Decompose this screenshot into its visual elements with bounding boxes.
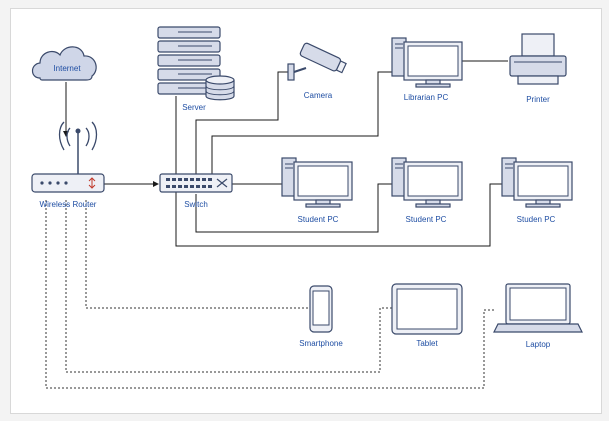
student-pc-1-label: Student PC: [298, 215, 339, 224]
librarian-pc-label: Librarian PC: [404, 93, 449, 102]
printer-label: Printer: [526, 95, 550, 104]
librarian-pc-node[interactable]: Librarian PC: [391, 37, 463, 102]
printer-icon: [509, 33, 567, 85]
internet-label: Internet: [53, 64, 81, 73]
tablet-label: Tablet: [416, 339, 438, 348]
student-pc-2-node[interactable]: Student PC: [391, 157, 463, 224]
wireless-router-node[interactable]: Wireless Router: [31, 121, 105, 209]
camera-node[interactable]: Camera: [287, 42, 347, 100]
router-icon: [31, 121, 105, 193]
database-icon: [205, 75, 235, 101]
switch-node[interactable]: Switch: [159, 173, 233, 209]
student-pc-1-node[interactable]: Student PC: [281, 157, 353, 224]
switch-label: Switch: [184, 200, 208, 209]
wireless-link-laptop: [45, 200, 496, 389]
laptop-label: Laptop: [526, 340, 551, 349]
internet-node[interactable]: Internet: [31, 46, 97, 81]
camera-icon: [287, 42, 347, 81]
wireless-link-smartphone: [85, 200, 312, 309]
laptop-node[interactable]: Laptop: [493, 283, 583, 349]
wireless-link-tablet: [65, 200, 392, 373]
printer-node[interactable]: Printer: [509, 33, 567, 104]
desktop-pc-icon: [281, 157, 353, 208]
smartphone-node[interactable]: Smartphone: [299, 285, 343, 348]
student-pc-3-label: Studen PC: [517, 215, 556, 224]
server-icon: [157, 26, 221, 95]
desktop-pc-icon: [501, 157, 573, 208]
link-switch-camera: [195, 71, 290, 174]
smartphone-icon: [309, 285, 333, 333]
desktop-pc-icon: [391, 37, 463, 88]
link-switch-student-pc-2: [195, 183, 392, 233]
server-label: Server: [182, 103, 206, 112]
link-switch-librarian-pc: [211, 71, 392, 174]
connections: [45, 60, 508, 389]
desktop-pc-icon: [391, 157, 463, 208]
tablet-node[interactable]: Tablet: [391, 283, 463, 348]
diagram-frame: [10, 8, 602, 414]
link-server-student-pc-3: [175, 96, 502, 247]
camera-label: Camera: [304, 91, 333, 100]
laptop-icon: [493, 283, 583, 333]
switch-icon: [159, 173, 233, 193]
tablet-icon: [391, 283, 463, 335]
student-pc-2-label: Student PC: [406, 215, 447, 224]
server-node[interactable]: Server: [157, 26, 235, 112]
student-pc-3-node[interactable]: Studen PC: [501, 157, 573, 224]
wireless-router-label: Wireless Router: [40, 200, 97, 209]
smartphone-label: Smartphone: [299, 339, 343, 348]
cloud-icon: [31, 46, 97, 81]
